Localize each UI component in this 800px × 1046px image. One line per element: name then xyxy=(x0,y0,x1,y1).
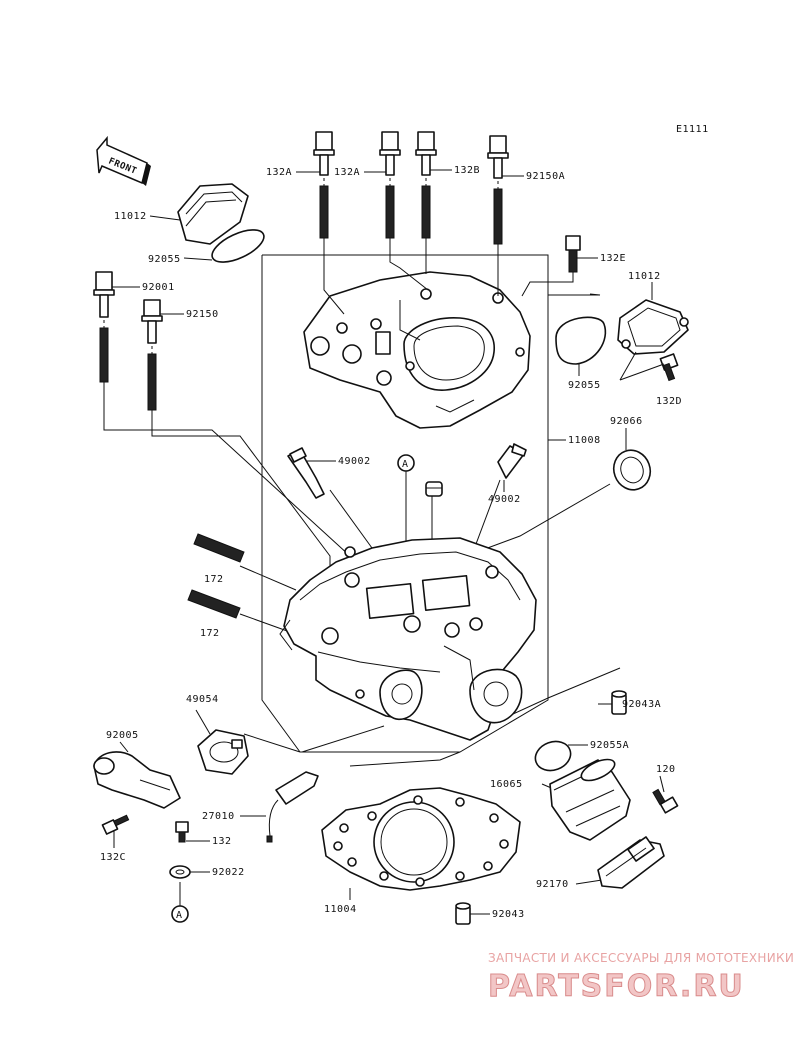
label-27010: 27010 xyxy=(202,811,235,822)
label-11012-right: 11012 xyxy=(628,271,661,282)
screw-120 xyxy=(652,788,679,814)
bolt-132e xyxy=(565,235,581,273)
label-132c: 132C xyxy=(100,852,126,863)
ref-marker-a-bottom: A xyxy=(171,905,189,923)
label-92055-right: 92055 xyxy=(568,380,601,391)
bolt-92150a xyxy=(487,135,509,245)
label-49054: 49054 xyxy=(186,694,219,705)
label-92022: 92022 xyxy=(212,867,245,878)
oil-seal-92066 xyxy=(612,449,652,491)
label-11012-left: 11012 xyxy=(114,211,147,222)
washer-92022 xyxy=(169,865,191,879)
label-92150a: 92150A xyxy=(526,171,565,182)
guide-49002-right xyxy=(497,443,527,479)
cylinder-head-cover-11008 xyxy=(303,271,531,429)
gasket-92055-right xyxy=(555,316,607,365)
guide-49002-left xyxy=(287,447,325,499)
plug-small-top xyxy=(425,481,443,497)
water-elbow-92005 xyxy=(93,751,181,809)
intake-holder-16065 xyxy=(549,758,631,841)
label-92150: 92150 xyxy=(186,309,219,320)
cylinder-head xyxy=(279,537,537,741)
label-11008: 11008 xyxy=(568,435,601,446)
label-132e: 132E xyxy=(600,253,626,264)
label-16065: 16065 xyxy=(490,779,523,790)
label-132a-left: 132A xyxy=(266,167,292,178)
label-172-lower: 172 xyxy=(200,628,220,639)
label-92066: 92066 xyxy=(610,416,643,427)
cap-11012-right xyxy=(617,299,689,355)
label-92055-left: 92055 xyxy=(148,254,181,265)
label-92001: 92001 xyxy=(142,282,175,293)
label-49002-left: 49002 xyxy=(338,456,371,467)
watermark-brand: PARTSFOR.RU xyxy=(488,969,745,1004)
label-132b: 132B xyxy=(454,165,480,176)
bolt-92150 xyxy=(141,299,163,411)
label-92005: 92005 xyxy=(106,730,139,741)
label-ticks xyxy=(112,169,665,915)
label-172-upper: 172 xyxy=(204,574,224,585)
temp-sensor-27010 xyxy=(266,771,319,843)
bolt-132c xyxy=(101,814,130,835)
part-labels: 132A 132A 132B 92150A 11012 92055 92001 … xyxy=(100,165,682,920)
ref-marker-a-top: A xyxy=(397,454,415,472)
dowel-92043 xyxy=(455,902,471,925)
front-arrow-icon: FRONT xyxy=(96,135,151,186)
label-92043: 92043 xyxy=(492,909,525,920)
label-49002-right: 49002 xyxy=(488,494,521,505)
bolt-132a-left xyxy=(313,131,335,239)
bolt-92001 xyxy=(93,271,115,383)
svg-text:A: A xyxy=(402,459,409,470)
diagram-ref-code: E1111 xyxy=(676,124,709,135)
watermark: ЗАПЧАСТИ И АКСЕССУАРЫ ДЛЯ МОТОТЕХНИКИ PA… xyxy=(488,951,794,1005)
label-132a-right: 132A xyxy=(334,167,360,178)
label-132d: 132D xyxy=(656,396,682,407)
stud-172-upper xyxy=(193,533,245,563)
label-92055a: 92055A xyxy=(590,740,629,751)
assembly-boundary xyxy=(261,254,600,753)
head-gasket-11004 xyxy=(321,787,521,891)
bolt-132b xyxy=(415,131,437,239)
watermark-tagline: ЗАПЧАСТИ И АКСЕССУАРЫ ДЛЯ МОТОТЕХНИКИ xyxy=(488,951,794,965)
o-ring-92055a xyxy=(534,740,572,772)
gasket-92055-left xyxy=(211,229,265,263)
stud-172-lower xyxy=(187,589,241,619)
label-92043a: 92043A xyxy=(622,699,661,710)
bolt-132 xyxy=(175,821,189,843)
bolt-132a-right xyxy=(379,131,401,239)
thermostat-49054 xyxy=(197,729,249,775)
svg-text:A: A xyxy=(176,910,183,921)
clamp-92170 xyxy=(597,836,665,889)
label-132: 132 xyxy=(212,836,232,847)
dowel-92043a xyxy=(611,690,627,715)
label-11004: 11004 xyxy=(324,904,357,915)
label-92170: 92170 xyxy=(536,879,569,890)
cap-11012-left xyxy=(177,183,249,245)
label-120: 120 xyxy=(656,764,676,775)
bolt-132d xyxy=(659,353,679,382)
